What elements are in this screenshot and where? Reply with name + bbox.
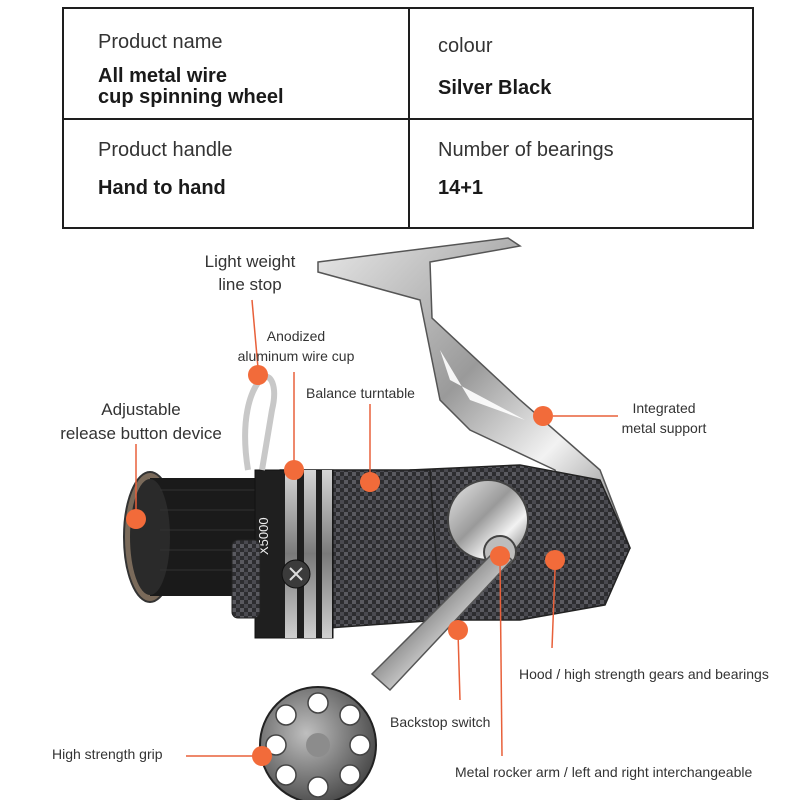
dot-wire-cup: [284, 460, 304, 480]
callout-anodized-wire-cup-text: Anodized aluminum wire cup: [237, 328, 355, 364]
callout-balance-turntable: Balance turntable: [306, 384, 415, 402]
callout-anodized-wire-cup: Anodized aluminum wire cup: [228, 326, 364, 366]
dot-backstop: [448, 620, 468, 640]
callout-light-weight-line-stop-text: Light weight line stop: [204, 252, 296, 294]
dot-rocker: [490, 546, 510, 566]
cell-bearings: Number of bearings 14+1: [438, 139, 614, 199]
dot-grip: [252, 746, 272, 766]
grip-knob: [259, 686, 377, 800]
dot-line-stop: [248, 365, 268, 385]
colour-value: Silver Black: [438, 77, 552, 99]
leader-lines: [135, 299, 618, 757]
callout-high-strength-grip: High strength grip: [52, 746, 163, 762]
dot-hood: [545, 550, 565, 570]
rocker-arm: [370, 546, 514, 692]
cell-handle: Product handle Hand to hand: [98, 139, 233, 199]
callout-integrated-support: Integrated metal support: [616, 398, 712, 438]
product-name-label: Product name: [98, 31, 223, 53]
bail-wire: [242, 373, 278, 471]
callout-hood-gears: Hood / high strength gears and bearings: [519, 666, 769, 682]
line-roller-arm: [231, 539, 261, 619]
callout-adjustable-release: Adjustable release button device: [48, 398, 234, 446]
cell-product-name: Product name All metal wire cup spinning…: [98, 31, 284, 108]
product-name-value: All metal wire cup spinning wheel: [98, 65, 284, 108]
cell-colour: colour Silver Black: [438, 35, 551, 99]
bail-knob: [281, 559, 311, 589]
callout-hood-gears-text: Hood / high strength gears and bearings: [519, 666, 769, 682]
callout-backstop-switch: Backstop switch: [390, 714, 490, 730]
colour-label: colour: [438, 35, 493, 57]
callout-adjustable-release-text: Adjustable release button device: [60, 400, 222, 443]
reel-body: [249, 464, 631, 631]
dot-support: [533, 406, 553, 426]
table-divider-horizontal: [64, 118, 752, 120]
dot-balance: [360, 472, 380, 492]
callout-rocker-arm: Metal rocker arm / left and right interc…: [455, 764, 752, 780]
bearings-label: Number of bearings: [438, 139, 614, 161]
model-label: X5000: [256, 517, 271, 555]
handle-label: Product handle: [98, 139, 233, 161]
crank-hub: [447, 479, 529, 569]
bearings-value: 14+1: [438, 177, 484, 199]
handle-value: Hand to hand: [98, 177, 226, 199]
callout-integrated-support-text: Integrated metal support: [621, 400, 707, 436]
spec-table: Product name All metal wire cup spinning…: [62, 7, 754, 229]
dot-release: [126, 509, 146, 529]
callout-high-strength-grip-text: High strength grip: [52, 746, 163, 762]
spool: X5000: [123, 469, 334, 639]
callout-rocker-arm-text: Metal rocker arm / left and right interc…: [455, 764, 753, 780]
callout-light-weight-line-stop: Light weight line stop: [190, 250, 310, 296]
callout-balance-turntable-text: Balance turntable: [306, 385, 415, 401]
callout-backstop-switch-text: Backstop switch: [390, 714, 491, 730]
